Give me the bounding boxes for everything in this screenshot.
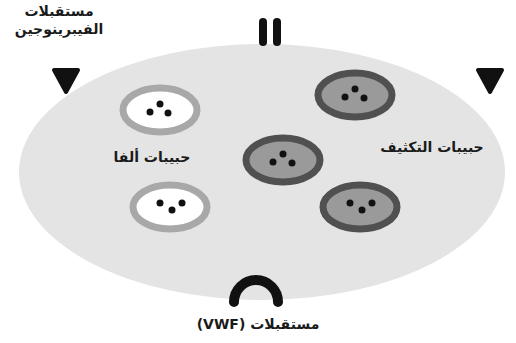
fibrinogen-receptor	[478, 70, 502, 92]
dense-granule	[246, 138, 320, 182]
dense-granule	[323, 185, 397, 229]
receptor-label: مستقبلات (VWF)	[197, 316, 320, 334]
dense-granule	[318, 73, 392, 117]
platelet-body	[19, 44, 505, 300]
granule-label: حبيبات التكثيف	[380, 139, 483, 157]
receptor-label: مستقبلات الفيبرينوجين	[3, 3, 115, 38]
granule-label: حبيبات ألفا	[114, 149, 191, 167]
membrane-receptor	[259, 18, 281, 46]
alpha-granule	[123, 88, 197, 132]
vwf-receptor	[234, 280, 278, 302]
alpha-granule	[133, 185, 207, 229]
fibrinogen-receptor	[54, 70, 78, 92]
